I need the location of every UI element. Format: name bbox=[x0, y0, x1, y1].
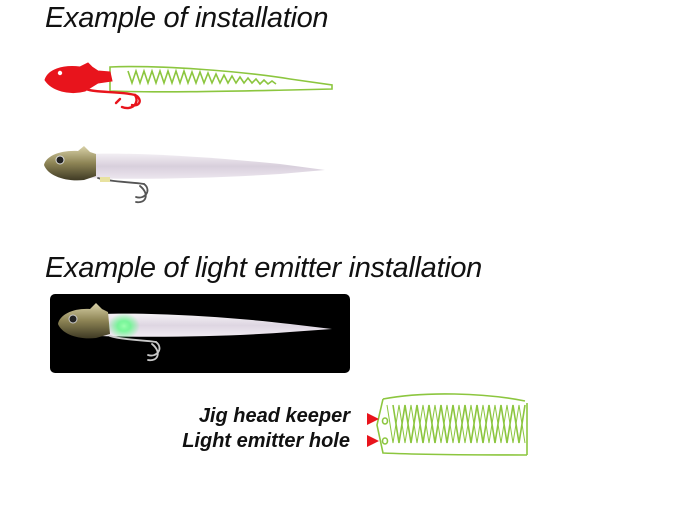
worm-outline bbox=[109, 65, 333, 93]
hook-icon bbox=[109, 335, 161, 362]
callout-light-emitter-hole: Light emitter hole bbox=[182, 430, 350, 452]
heading-light-emitter: Example of light emitter installation bbox=[45, 252, 482, 284]
glow-icon bbox=[108, 313, 140, 339]
installation-diagram bbox=[44, 62, 333, 110]
jig-head-icon bbox=[44, 62, 113, 94]
eye-icon bbox=[68, 314, 78, 324]
hook-icon bbox=[84, 87, 141, 110]
lure-photo-light-emitter bbox=[50, 294, 350, 373]
jig-head-icon bbox=[44, 146, 96, 181]
callout-jig-head-keeper: Jig head keeper bbox=[198, 405, 350, 427]
lure-body bbox=[85, 153, 325, 179]
eye-icon bbox=[55, 155, 65, 165]
heading-installation: Example of installation bbox=[45, 2, 329, 34]
worm-outline bbox=[376, 393, 528, 456]
jig-head-icon bbox=[58, 303, 110, 339]
lure-photo-installed bbox=[44, 146, 325, 204]
hook-icon bbox=[97, 177, 149, 204]
arrow-jig-head-keeper bbox=[367, 413, 379, 425]
head-detail-diagram bbox=[367, 393, 528, 456]
lure-body bbox=[100, 313, 332, 337]
arrow-light-emitter-hole bbox=[367, 435, 379, 447]
